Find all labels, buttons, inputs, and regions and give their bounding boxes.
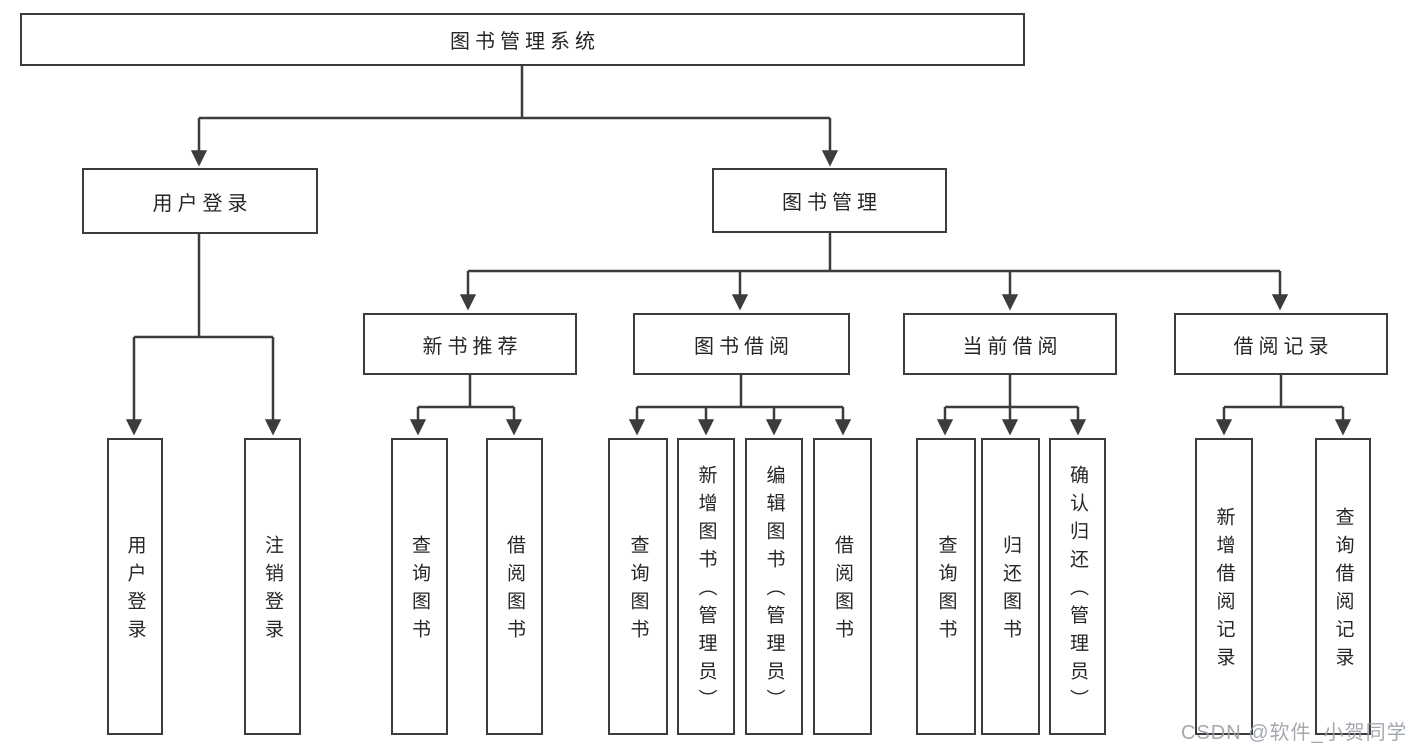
- bus-borrow-records: [1224, 375, 1343, 409]
- node-new-book-recommend: 新书推荐: [363, 313, 577, 375]
- leaf-return-books: 归还图书: [981, 438, 1040, 735]
- node-borrow-records: 借阅记录: [1174, 313, 1388, 375]
- leaf-query-books-borrow: 查询图书: [608, 438, 668, 735]
- node-root: 图书管理系统: [20, 13, 1025, 66]
- leaf-logout: 注销登录: [244, 438, 301, 735]
- leaf-add-books-admin: 新增图书（管理员）: [677, 438, 735, 735]
- leaf-edit-books-admin: 编辑图书（管理员）: [745, 438, 803, 735]
- leaf-query-books-recommend: 查询图书: [391, 438, 448, 735]
- watermark: CSDN @软件_小贺同学: [1181, 722, 1405, 744]
- node-current-borrow: 当前借阅: [903, 313, 1117, 375]
- leaf-confirm-return-admin: 确认归还（管理员）: [1049, 438, 1106, 735]
- bus-book-management: [468, 233, 1280, 273]
- bus-new-book-recommend: [418, 375, 514, 409]
- node-book-borrow: 图书借阅: [633, 313, 850, 375]
- bus-user-login: [134, 234, 273, 339]
- bus-book-borrow: [637, 375, 843, 409]
- node-user-login: 用户登录: [82, 168, 318, 234]
- leaf-borrow-books: 借阅图书: [813, 438, 872, 735]
- bus-root: [199, 66, 830, 120]
- leaf-borrow-books-recommend: 借阅图书: [486, 438, 543, 735]
- leaf-query-books-current: 查询图书: [916, 438, 976, 735]
- leaf-query-borrow-record: 查询借阅记录: [1315, 438, 1371, 735]
- leaf-user-login: 用户登录: [107, 438, 163, 735]
- leaf-add-borrow-record: 新增借阅记录: [1195, 438, 1253, 735]
- node-book-management: 图书管理: [712, 168, 947, 233]
- bus-current-borrow: [945, 375, 1078, 409]
